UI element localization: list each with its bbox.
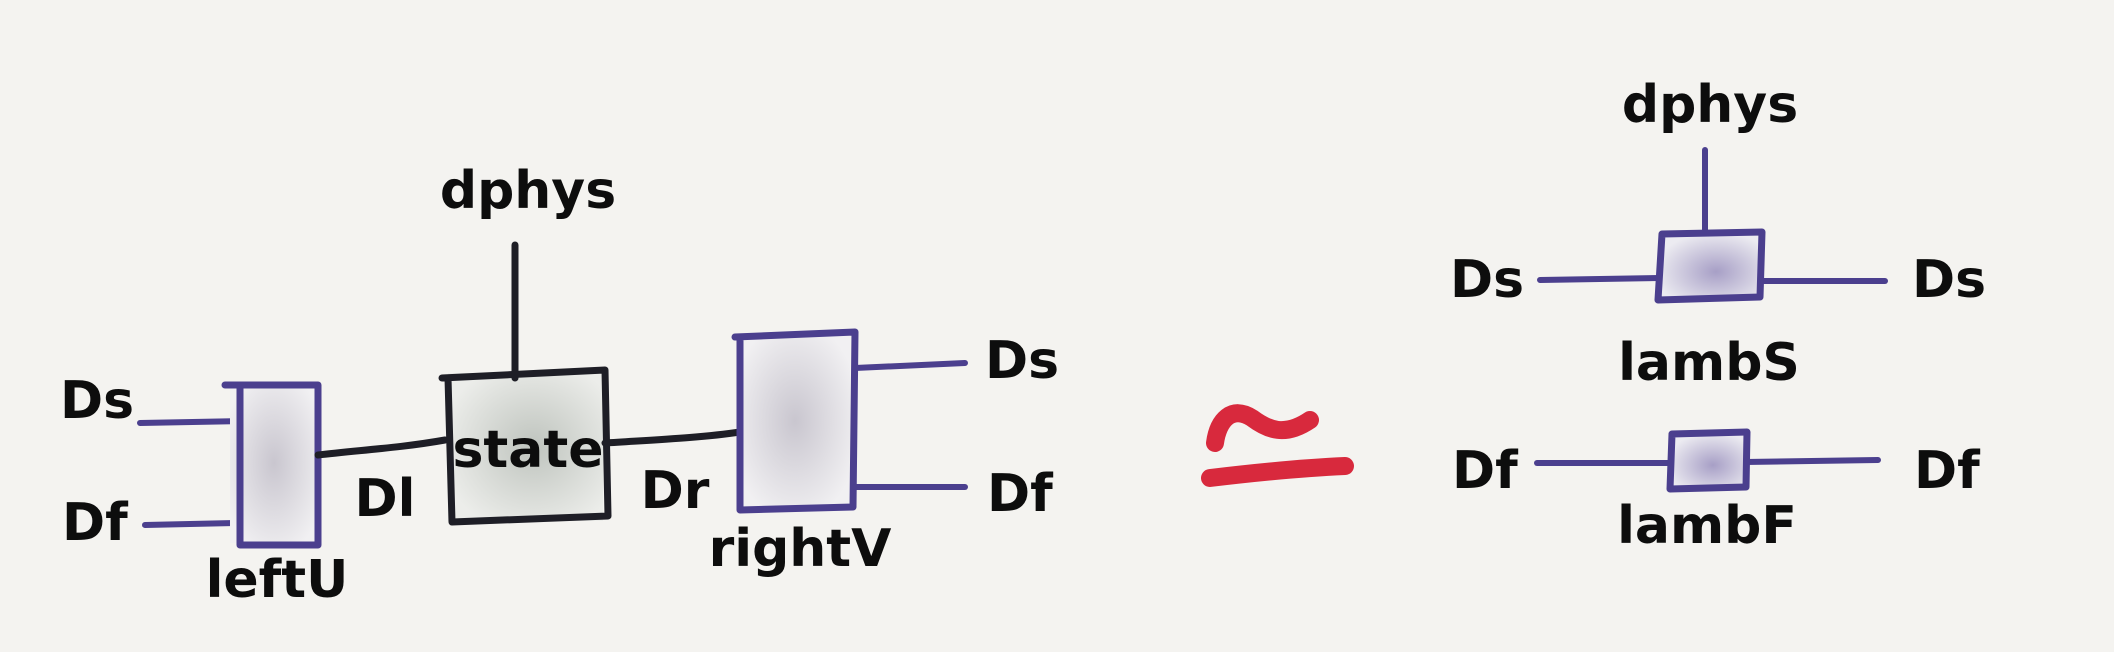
- label-df-output: Df: [987, 464, 1054, 524]
- label-ds-input: Ds: [60, 371, 134, 431]
- label-lambF: lambF: [1617, 496, 1797, 556]
- box-rightV: [731, 328, 859, 514]
- label-ds-lambS-right: Ds: [1912, 250, 1986, 310]
- box-state: [438, 366, 612, 526]
- box-lambF: [1666, 428, 1751, 493]
- label-df-input: Df: [62, 493, 129, 553]
- wire-dl: [314, 436, 449, 459]
- label-state: state: [452, 420, 603, 480]
- box-lambS: [1654, 228, 1766, 304]
- label-ds-lambS-left: Ds: [1450, 250, 1524, 310]
- wire-ds-lambS-left: [1537, 275, 1663, 283]
- label-dphys-state: dphys: [440, 161, 616, 221]
- wire-ds-in: [137, 418, 248, 426]
- wire-df-lambF-right: [1742, 457, 1881, 465]
- equivalence-symbol: ≃: [1201, 404, 1354, 487]
- label-rightV: rightV: [709, 519, 892, 579]
- wire-ds-out: [852, 360, 968, 371]
- wire-dr: [601, 428, 744, 447]
- label-dr: Dr: [641, 461, 710, 521]
- label-ds-output: Ds: [985, 331, 1059, 391]
- box-leftU: [221, 381, 322, 549]
- wire-df-in: [142, 520, 238, 528]
- label-dl: Dl: [355, 469, 416, 529]
- label-df-lambF-left: Df: [1452, 441, 1519, 501]
- label-df-lambF-right: Df: [1914, 441, 1981, 501]
- label-lambS: lambS: [1618, 333, 1800, 393]
- label-dphys-lambS: dphys: [1622, 75, 1798, 135]
- label-leftU: leftU: [206, 550, 349, 610]
